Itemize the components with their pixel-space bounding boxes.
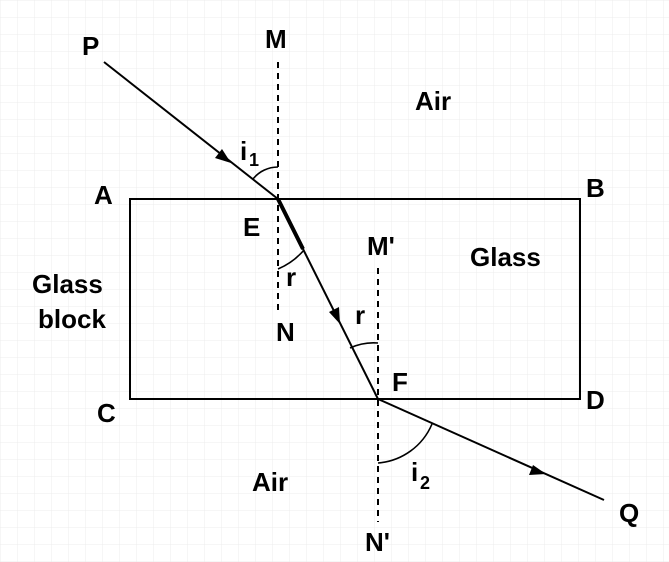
label-i2-subscript: 2 — [420, 473, 430, 493]
incident-ray — [103, 61, 279, 200]
label-Q: Q — [619, 498, 639, 528]
label-E: E — [243, 212, 260, 242]
angle-arc-r-lower — [349, 342, 379, 349]
label-r-lower: r — [355, 300, 365, 330]
label-i1-subscript: 1 — [249, 150, 259, 170]
refracted-ray-thick — [276, 198, 305, 250]
label-M: M — [265, 24, 287, 54]
emergent-ray — [377, 398, 605, 501]
label-glass-block-line2: block — [38, 304, 106, 334]
label-P: P — [82, 31, 99, 61]
label-air-bottom: Air — [252, 467, 288, 497]
label-N-prime: N' — [365, 527, 390, 557]
incident-arrowhead — [215, 149, 231, 163]
label-glass-block-line1: Glass — [32, 269, 103, 299]
glass-block-rect — [129, 198, 581, 400]
label-A: A — [94, 180, 113, 210]
label-air-top: Air — [415, 86, 451, 116]
label-B: B — [586, 173, 605, 203]
label-glass: Glass — [470, 242, 541, 272]
angle-arc-i1 — [252, 166, 279, 180]
label-F: F — [392, 367, 408, 397]
label-i2-letter: i — [411, 457, 418, 487]
angle-arc-i2 — [377, 423, 433, 464]
label-C: C — [97, 398, 116, 428]
emergent-arrowhead — [529, 465, 546, 475]
label-i1-letter: i — [240, 136, 247, 166]
angle-arc-r-upper — [277, 249, 305, 270]
refracted-arrowhead — [329, 307, 340, 324]
label-N: N — [276, 317, 295, 347]
label-M-prime: M' — [367, 231, 395, 261]
label-D: D — [586, 385, 605, 415]
label-r-upper: r — [286, 262, 296, 292]
